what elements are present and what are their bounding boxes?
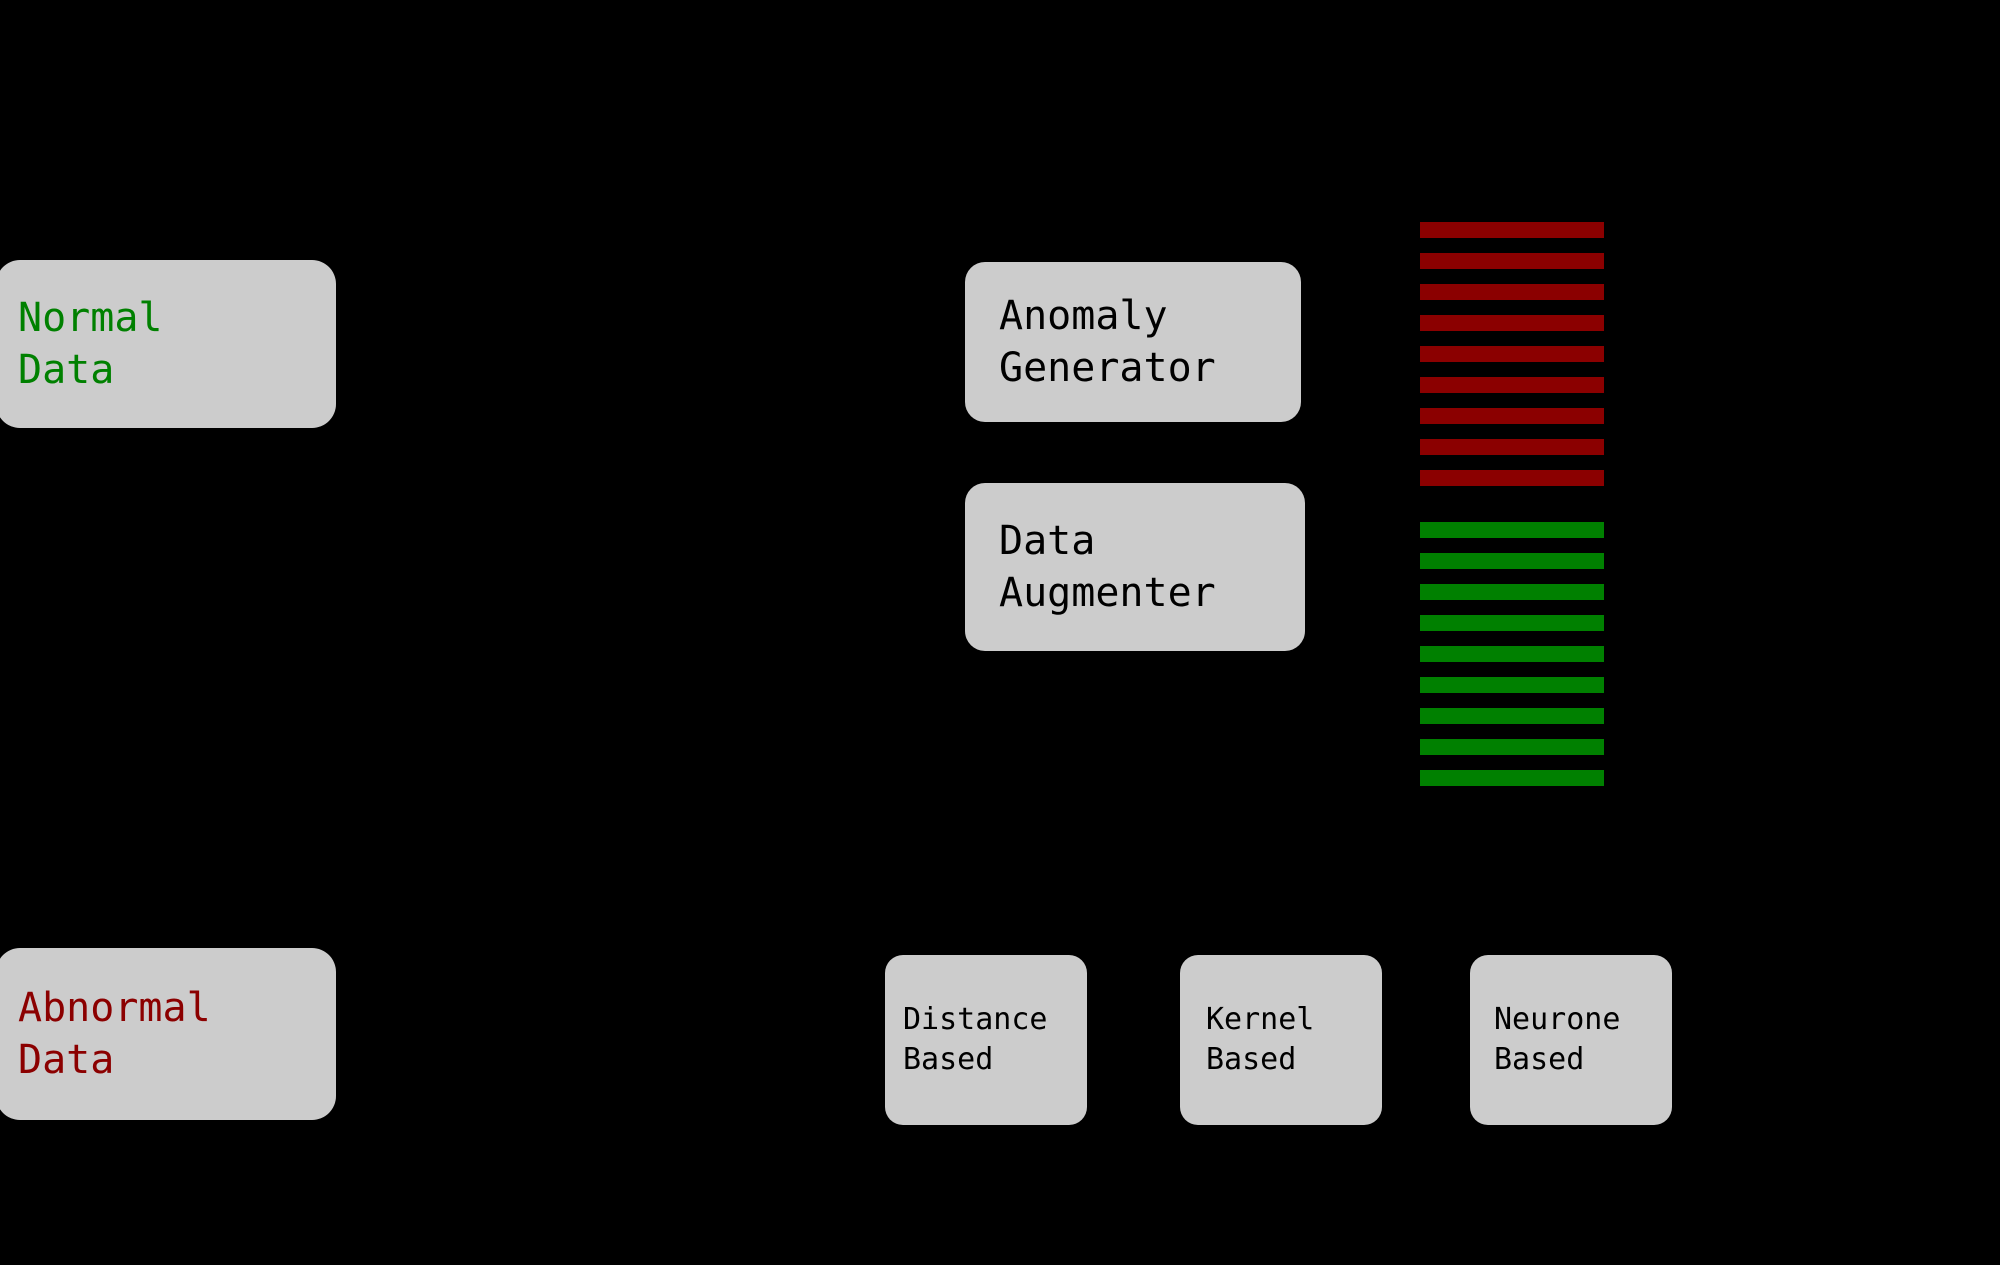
sample-bar-normal — [1420, 584, 1604, 600]
sample-bar-abnormal — [1420, 222, 1604, 238]
node-neurone-based-line1: Neurone — [1494, 1001, 1621, 1037]
node-anomaly-generator-line2: Generator — [999, 345, 1216, 391]
node-kernel-based[interactable]: Kernel Based — [1180, 955, 1382, 1125]
node-distance-based-line2: Based — [903, 1042, 994, 1077]
sample-bar-normal — [1420, 770, 1604, 786]
sample-bar-normal — [1420, 646, 1604, 662]
node-neurone-based-line2: Based — [1494, 1042, 1585, 1077]
node-normal-data-line2: Data — [18, 347, 115, 393]
sample-bar-abnormal — [1420, 377, 1604, 393]
sample-bar-normal — [1420, 522, 1604, 538]
sample-stack — [1420, 222, 1604, 786]
sample-bar-normal — [1420, 677, 1604, 693]
node-abnormal-data-line1: Abnormal — [18, 985, 211, 1031]
sample-bar-normal — [1420, 708, 1604, 724]
sample-bar-abnormal — [1420, 439, 1604, 455]
node-anomaly-generator-line1: Anomaly — [999, 293, 1168, 339]
sample-bar-normal — [1420, 615, 1604, 631]
node-data-augmenter-line2: Augmenter — [999, 570, 1216, 616]
node-data-augmenter[interactable]: Data Augmenter — [965, 483, 1305, 651]
sample-bar-abnormal — [1420, 284, 1604, 300]
node-abnormal-data[interactable]: Abnormal Data — [0, 948, 336, 1120]
sample-bar-normal — [1420, 553, 1604, 569]
node-neurone-based[interactable]: Neurone Based — [1470, 955, 1672, 1125]
sample-bar-abnormal — [1420, 253, 1604, 269]
sample-bar-abnormal — [1420, 408, 1604, 424]
node-abnormal-data-line2: Data — [18, 1037, 115, 1083]
sample-bar-abnormal — [1420, 315, 1604, 331]
sample-bar-normal — [1420, 739, 1604, 755]
node-normal-data-line1: Normal — [18, 295, 163, 341]
node-data-augmenter-line1: Data — [999, 518, 1096, 564]
node-distance-based-line1: Distance — [903, 1001, 1048, 1037]
node-kernel-based-line1: Kernel — [1206, 1001, 1315, 1037]
node-kernel-based-line2: Based — [1206, 1042, 1297, 1077]
node-anomaly-generator[interactable]: Anomaly Generator — [965, 262, 1301, 422]
node-normal-data[interactable]: Normal Data — [0, 260, 336, 428]
sample-bar-abnormal — [1420, 346, 1604, 362]
sample-bar-abnormal — [1420, 470, 1604, 486]
node-distance-based[interactable]: Distance Based — [885, 955, 1087, 1125]
